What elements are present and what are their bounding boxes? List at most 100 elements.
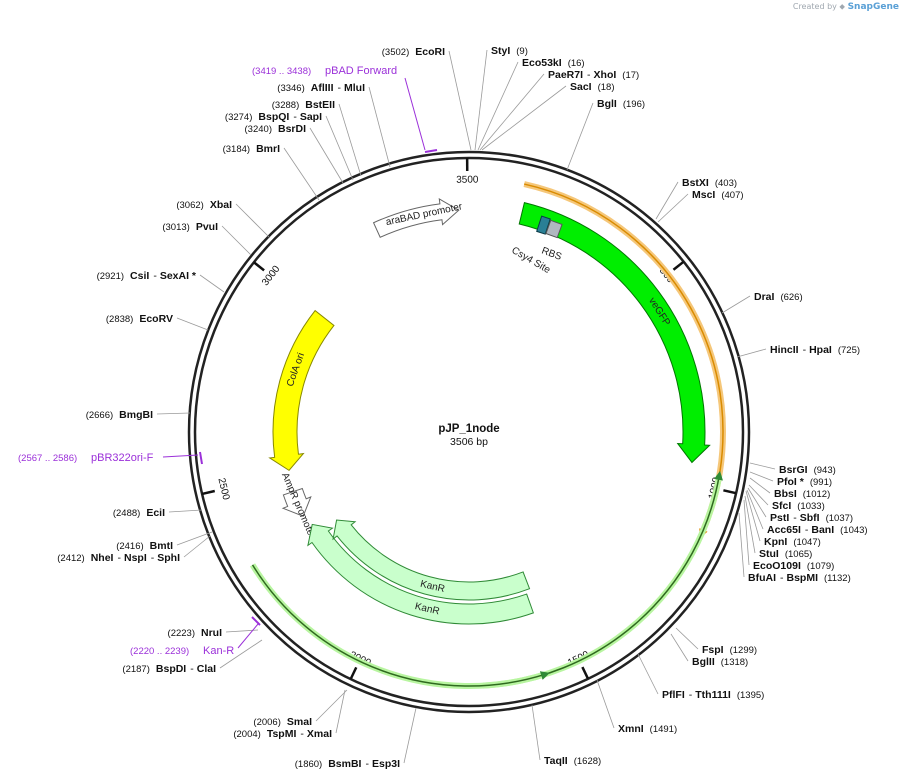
site-leader-line [448,50,472,151]
site-hincii-hpai[interactable]: HincII-HpaI(725) [770,344,860,356]
site-msci[interactable]: MscI(407) [692,189,744,201]
site-bmri[interactable]: (3184)BmrI [223,143,280,155]
site-leader-line [176,317,209,331]
site-leader-line [403,707,417,764]
feature-cola-ori[interactable] [268,309,335,472]
feature-kanr-1[interactable] [307,523,535,625]
site-leader-line [309,127,344,184]
svg-text:SacI(18): SacI(18) [570,81,615,93]
site-leader-line [219,639,263,669]
svg-text:(2416)BmtI: (2416)BmtI [116,540,173,552]
site-eco53ki[interactable]: Eco53kI(16) [522,57,585,69]
site-bglii[interactable]: BglII(1318) [692,656,748,668]
site-sfci[interactable]: SfcI(1033) [772,500,825,512]
snapgene-logo-icon: ⬥ [839,2,846,11]
site-bsmbi-esp3i[interactable]: (1860)BsmBI-Esp3I [295,758,400,770]
site-nrui[interactable]: (2223)NruI [168,627,223,639]
site-kpni[interactable]: KpnI(1047) [764,536,821,548]
primer-pbad-forward-range: (3419 .. 3438) [252,66,311,77]
svg-text:(2488)EciI: (2488)EciI [113,507,165,519]
site-xbai[interactable]: (3062)XbaI [176,199,232,211]
site-psti-sbfi[interactable]: PstI-SbfI(1037) [770,512,853,524]
site-leader-line [746,489,764,530]
svg-text:(2666)BmgBI: (2666)BmgBI [86,409,153,421]
tick-1500 [581,666,590,680]
site-leader-line [738,512,745,578]
site-bbsi[interactable]: BbsI(1012) [774,488,830,500]
svg-text:(3240)BsrDI: (3240)BsrDI [245,123,307,135]
site-ecii[interactable]: (2488)EciI [113,507,165,519]
site-bmgbi[interactable]: (2666)BmgBI [86,409,153,421]
svg-text:(3502)EcoRI: (3502)EcoRI [382,46,445,58]
site-paer7i-xhoi[interactable]: PaeR7I-XhoI(17) [548,69,639,81]
primer-pbad-forward-label: pBAD Forward [325,65,397,77]
site-pfoi-[interactable]: PfoI *(991) [777,476,832,488]
site-bmti[interactable]: (2416)BmtI [116,540,173,552]
site-leader-line [749,462,776,470]
site-afliii-mlui[interactable]: (3346)AflIII-MluI [277,82,365,94]
site-tspmi-xmai[interactable]: (2004)TspMI-XmaI [233,728,332,740]
site-leader-line [168,509,203,513]
site-bsteii[interactable]: (3288)BstEII [272,99,335,111]
site-fspi[interactable]: FspI(1299) [702,644,757,656]
site-leader-lines [156,49,776,764]
feature-kanr-2[interactable] [332,519,531,601]
rbs-feature[interactable] [545,219,563,239]
svg-text:MscI(407): MscI(407) [692,189,744,201]
rbs-label: RBS [540,245,563,262]
svg-text:(2006)SmaI: (2006)SmaI [253,716,312,728]
site-bgli[interactable]: BglI(196) [597,98,645,110]
site-pflfi-tth111i[interactable]: PflFI-Tth111I(1395) [662,689,764,701]
site-leader-line [596,679,615,729]
site-ecori[interactable]: (3502)EcoRI [382,46,445,58]
svg-text:(2838)EcoRV: (2838)EcoRV [106,313,173,325]
site-leader-line [481,85,567,151]
site-leader-line [477,61,519,151]
site-saci[interactable]: SacI(18) [570,81,615,93]
site-drai[interactable]: DraI(626) [754,291,803,303]
site-leader-line [368,86,391,168]
feature-arabad-promoter[interactable] [372,197,460,238]
site-xmni[interactable]: XmnI(1491) [618,723,677,735]
site-bspdi-clai[interactable]: (2187)BspDI-ClaI [122,663,216,675]
svg-text:BglI(196): BglI(196) [597,98,645,110]
site-bstxi[interactable]: BstXI(403) [682,177,737,189]
site-nhei-nspi-sphi[interactable]: (2412)NheI-NspI-SphI [57,552,180,564]
site-bsrdi[interactable]: (3240)BsrDI [245,123,307,135]
feature-vegfp[interactable] [518,201,711,464]
svg-text:(3274)BspQI-SapI: (3274)BspQI-SapI [225,111,322,123]
site-acc65i-bani[interactable]: Acc65I-BanI(1043) [767,524,868,536]
site-leader-line [235,203,271,239]
svg-text:Acc65I-BanI(1043): Acc65I-BanI(1043) [767,524,868,536]
site-leader-line [721,295,751,314]
site-leader-line [675,627,699,650]
site-leader-line [657,193,689,223]
primer-pbad-forward[interactable]: (3419 .. 3438) pBAD Forward [252,65,438,153]
primer-pbr322ori-f[interactable]: (2567 .. 2586) pBR322ori-F [18,451,203,465]
site-bspqi-sapi[interactable]: (3274)BspQI-SapI [225,111,322,123]
primer-kan-r[interactable]: (2220 .. 2239) Kan-R [130,616,261,657]
svg-text:PflFI-Tth111I(1395): PflFI-Tth111I(1395) [662,689,764,701]
svg-text:(2223)NruI: (2223)NruI [168,627,223,639]
site-leader-line [315,689,348,722]
site-styi[interactable]: StyI(9) [491,45,528,57]
site-leader-line [670,633,689,662]
site-taqii[interactable]: TaqII(1628) [544,755,601,767]
site-ecoo109i[interactable]: EcoO109I(1079) [753,560,834,572]
site-pvui[interactable]: (3013)PvuI [162,221,218,233]
svg-text:(3013)PvuI: (3013)PvuI [162,221,218,233]
site-leader-line [325,115,354,181]
site-ecorv[interactable]: (2838)EcoRV [106,313,173,325]
feature-ampr-promoter[interactable] [281,487,312,517]
site-bsrgi[interactable]: BsrGI(943) [779,464,836,476]
csy4-site-feature[interactable] [536,215,551,235]
primer-pbr322ori-f-label: pBR322ori-F [91,452,154,464]
site-smai[interactable]: (2006)SmaI [253,716,312,728]
kanr-outer-arc-core [251,564,550,687]
site-leader-line [199,274,225,293]
tick-2000 [349,666,358,680]
site-bfuai-bspmi[interactable]: BfuAI-BspMI(1132) [748,572,851,584]
site-csii-sexai-[interactable]: (2921)CsiI-SexAI * [97,270,197,282]
site-stui[interactable]: StuI(1065) [759,548,812,560]
site-leader-line [156,412,191,415]
